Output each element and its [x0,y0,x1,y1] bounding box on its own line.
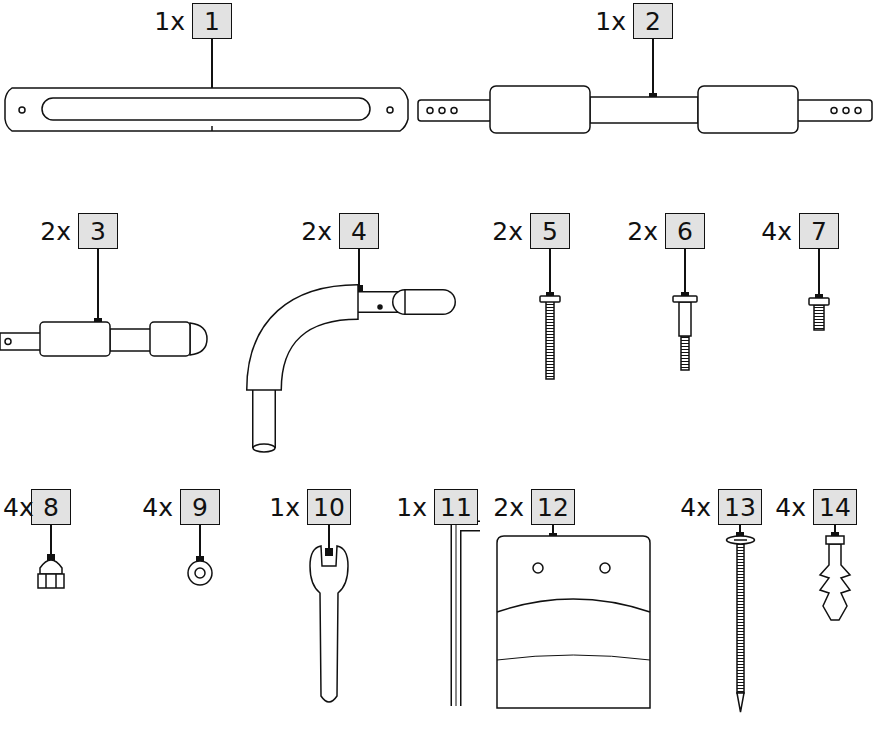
callout-box: 13 [718,489,762,525]
callout-box: 4 [339,213,379,249]
bent-tube [246,284,443,452]
callout-box: 5 [530,213,570,249]
acorn-nut [38,560,64,588]
callout-box: 7 [799,213,839,249]
quantity-label: 4x [761,219,792,244]
callout-number: 8 [43,495,59,520]
callout-box: 11 [434,489,478,525]
short-bolt [809,298,829,330]
callout-box: 9 [180,489,220,525]
wrench [310,546,348,702]
quantity-label: 2x [492,219,523,244]
quantity-label: 1x [595,9,626,34]
callout-number: 13 [724,495,756,520]
callout-number: 14 [819,495,851,520]
wall-plug [820,536,850,620]
quantity-label: 4x [3,495,34,520]
callout-number: 1 [204,9,220,34]
callout-number: 6 [677,219,693,244]
callout-number: 4 [351,219,367,244]
washer [188,561,212,585]
long-bolt [540,296,560,379]
straight-tube [0,322,207,356]
quantity-label: 2x [40,219,71,244]
quantity-label: 2x [301,219,332,244]
wood-screw [727,536,755,712]
callout-number: 2 [645,9,661,34]
quantity-label: 4x [142,495,173,520]
callout-box: 12 [531,489,575,525]
callout-box: 3 [78,213,118,249]
callout-box: 6 [665,213,705,249]
callout-box: 8 [31,489,71,525]
callout-box: 2 [633,3,673,39]
callout-box: 14 [813,489,857,525]
callout-box: 1 [192,3,232,39]
callout-number: 11 [440,495,472,520]
callout-number: 12 [537,495,569,520]
quantity-label: 1x [154,9,185,34]
callout-number: 10 [313,495,345,520]
hex-key [456,521,480,706]
callout-number: 7 [811,219,827,244]
quantity-label: 2x [627,219,658,244]
quantity-label: 4x [680,495,711,520]
slotted-bar [5,88,408,131]
quantity-label: 1x [269,495,300,520]
quantity-label: 1x [396,495,427,520]
callout-number: 9 [192,495,208,520]
crossbar-tube [418,86,872,133]
wall-bracket [497,536,650,708]
callout-box: 10 [307,489,351,525]
callout-number: 3 [90,219,106,244]
callout-number: 5 [542,219,558,244]
quantity-label: 2x [493,495,524,520]
shoulder-bolt [673,296,697,370]
quantity-label: 4x [775,495,806,520]
